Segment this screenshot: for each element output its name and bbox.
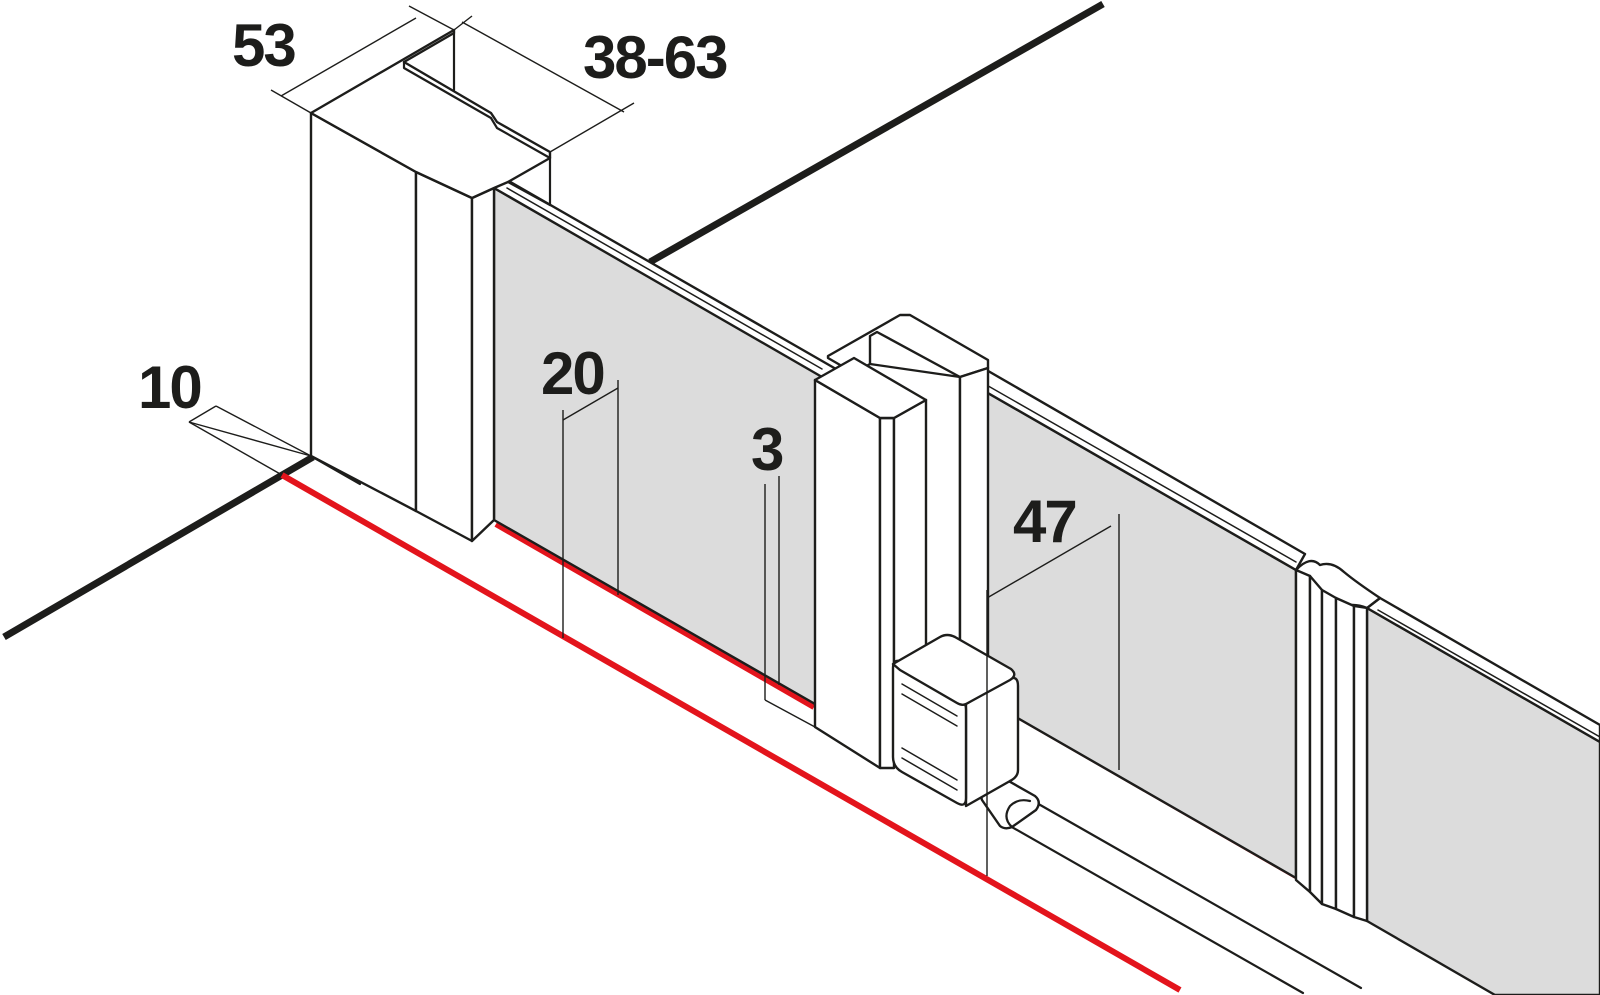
dim-10-ext-1	[188, 421, 312, 457]
middle-profile	[813, 313, 990, 770]
label-track-offset: 47	[1013, 488, 1076, 555]
middle-profile-front	[813, 378, 882, 770]
roller-block-grille-3	[901, 747, 958, 781]
back-wall-line	[648, 0, 1105, 266]
glass-panel-1-rail-inner	[506, 187, 823, 370]
seal-profile	[1294, 559, 1382, 923]
wall-profile-rail-edge	[506, 180, 552, 207]
rail-upper-edge	[1033, 800, 1363, 990]
dim-10-line	[188, 405, 217, 423]
seal-profile-strip-4	[1334, 596, 1356, 919]
dimension-labels: 53 38-63 10 20 3 47	[138, 12, 1078, 555]
seal-profile-strip-1	[1294, 568, 1312, 894]
glass-panel-3	[1365, 596, 1600, 995]
dim-53-line	[280, 17, 417, 97]
label-profile-width: 53	[232, 12, 295, 79]
roller-block	[891, 633, 1020, 808]
dim-3863-ext-right	[549, 102, 635, 153]
dim-10-ext-3	[215, 405, 312, 457]
dimension-lines	[188, 5, 1120, 876]
seal-profile-strip-5	[1352, 604, 1369, 923]
roller-block-grille-4	[901, 757, 958, 791]
middle-profile-top	[813, 356, 928, 420]
wall-profile	[309, 28, 552, 543]
dim-53-ext-left	[270, 89, 312, 114]
dim-20-line	[562, 387, 619, 421]
dim-47-line	[986, 525, 1112, 599]
roller-block-grille-2	[901, 693, 958, 727]
roller-block-top	[891, 633, 1016, 706]
wall-profile-front	[309, 111, 418, 513]
rail-end-cap-curve	[1005, 799, 1032, 829]
wall-profile-side	[414, 170, 474, 543]
floor-line-outer	[280, 472, 1182, 993]
glass-panel-3-rail-inner	[1377, 609, 1600, 738]
middle-profile-rear	[958, 366, 990, 683]
walls	[2, 0, 1105, 641]
dim-3863-line	[461, 21, 625, 113]
label-glass-gap: 3	[751, 416, 783, 483]
wall-profile-inner	[470, 186, 496, 543]
label-floor-offset: 10	[138, 354, 201, 421]
seal-profile-strip-3	[1320, 588, 1338, 911]
seal-profile-strip-2	[1308, 574, 1324, 906]
label-profile-offset: 20	[541, 340, 604, 407]
label-adjustment-range: 38-63	[583, 24, 727, 91]
roller-block-grille-1	[901, 683, 958, 717]
floor-line-panel-1	[494, 521, 816, 710]
rail-lower-edge	[1008, 824, 1305, 995]
glass-panel-2-rail-inner	[982, 382, 1297, 563]
glass-panel-2	[958, 366, 1307, 880]
dim-53-ext-right	[408, 5, 455, 31]
dim-3-base	[764, 699, 816, 728]
wall-profile-top-step	[402, 60, 552, 160]
dim-10-ext-2	[188, 421, 283, 476]
left-wall-line	[2, 453, 315, 641]
wall-profile-foot	[309, 454, 362, 486]
middle-profile-rear-top	[868, 362, 962, 379]
